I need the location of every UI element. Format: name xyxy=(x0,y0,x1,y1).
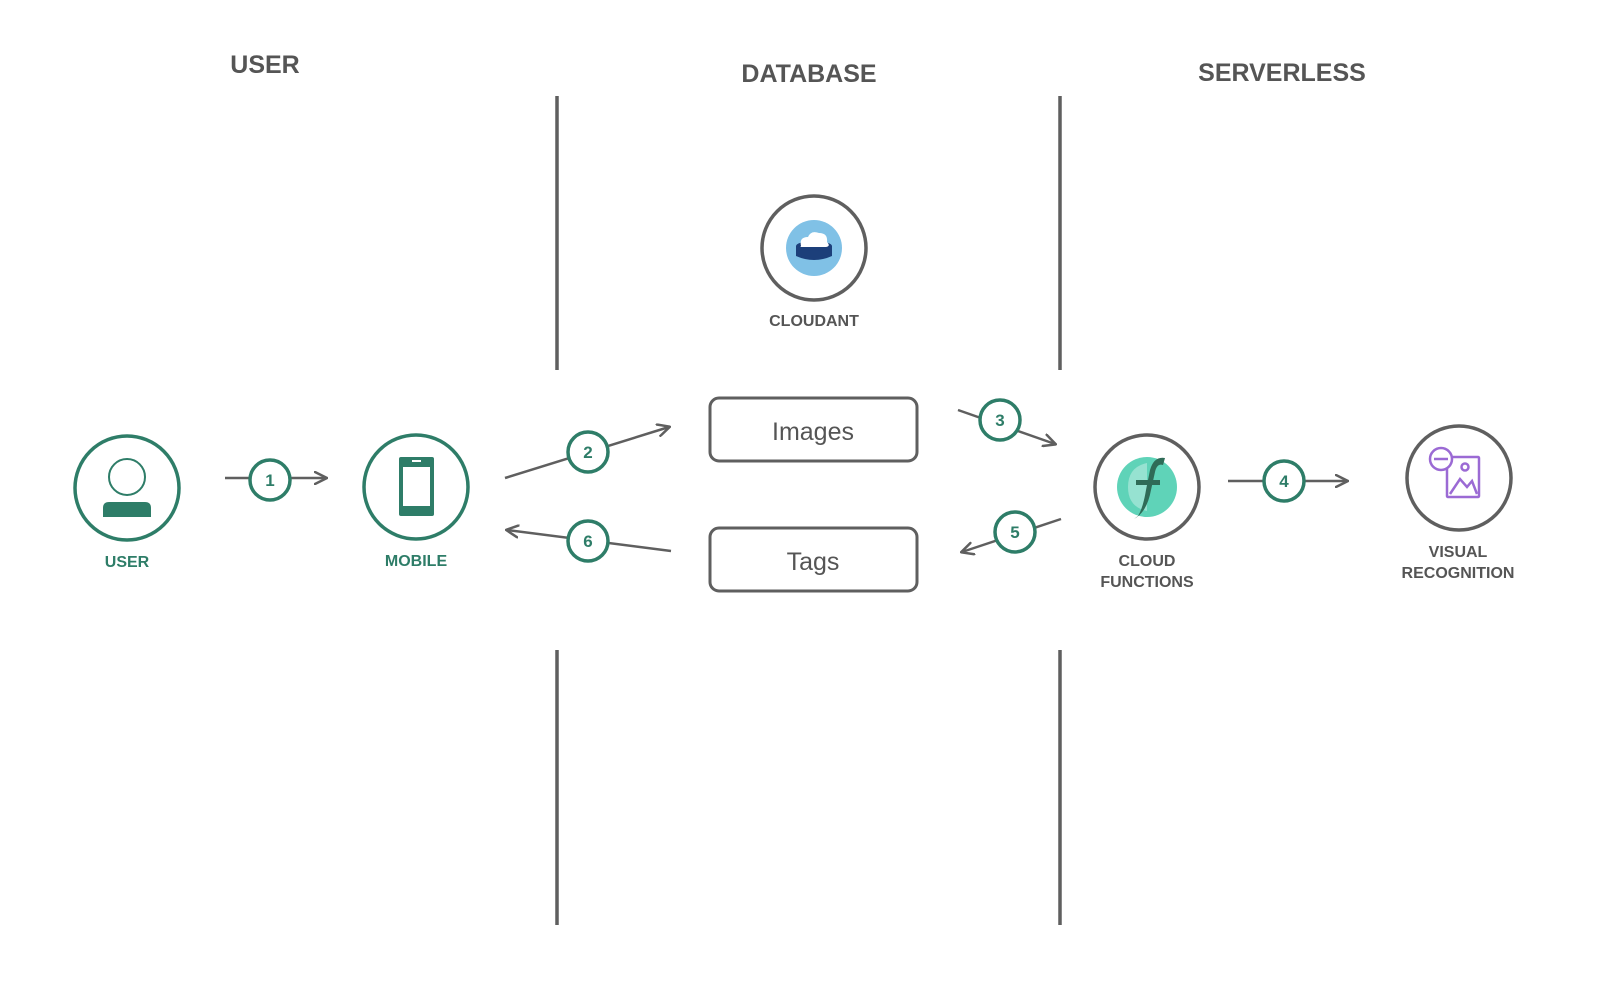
visual-recognition-label-line1: VISUAL xyxy=(1429,544,1488,561)
cloud-functions-label-line1: CLOUD xyxy=(1119,553,1176,570)
visual-recognition-icon xyxy=(1428,446,1481,499)
step-badge-3: 3 xyxy=(978,398,1022,442)
cloud-functions-node: CLOUD FUNCTIONS xyxy=(1093,433,1201,591)
user-label: USER xyxy=(105,554,150,571)
column-title-serverless: SERVERLESS xyxy=(1198,59,1366,87)
mobile-node: MOBILE xyxy=(362,433,470,570)
step-number-2: 2 xyxy=(583,443,592,462)
cloud-functions-label-line2: FUNCTIONS xyxy=(1100,574,1194,591)
tags-box-label: Tags xyxy=(787,548,840,576)
column-title-user: USER xyxy=(230,51,299,79)
column-title-database: DATABASE xyxy=(741,60,876,88)
images-box: Images xyxy=(708,396,919,463)
cloud-functions-icon xyxy=(1117,457,1177,519)
user-icon xyxy=(103,458,151,517)
visual-recognition-label-line2: RECOGNITION xyxy=(1402,565,1515,582)
cloudant-database-icon xyxy=(786,220,842,276)
step-badge-6: 6 xyxy=(566,519,610,563)
visual-recognition-node: VISUAL RECOGNITION xyxy=(1402,424,1515,582)
step-badge-4: 4 xyxy=(1262,459,1306,503)
images-box-label: Images xyxy=(772,418,854,446)
mobile-label: MOBILE xyxy=(385,553,448,570)
mobile-phone-icon xyxy=(399,457,434,516)
tags-box: Tags xyxy=(708,526,919,593)
step-number-4: 4 xyxy=(1279,472,1289,491)
step-number-3: 3 xyxy=(995,411,1004,430)
step-number-6: 6 xyxy=(583,532,592,551)
step-badge-5: 5 xyxy=(993,510,1037,554)
cloudant-node: CLOUDANT xyxy=(760,194,868,330)
step-badge-1: 1 xyxy=(248,458,292,502)
cloudant-label: CLOUDANT xyxy=(769,313,859,330)
step-number-5: 5 xyxy=(1010,523,1019,542)
step-badge-2: 2 xyxy=(566,430,610,474)
user-node: USER xyxy=(73,434,181,571)
step-number-1: 1 xyxy=(265,471,274,490)
